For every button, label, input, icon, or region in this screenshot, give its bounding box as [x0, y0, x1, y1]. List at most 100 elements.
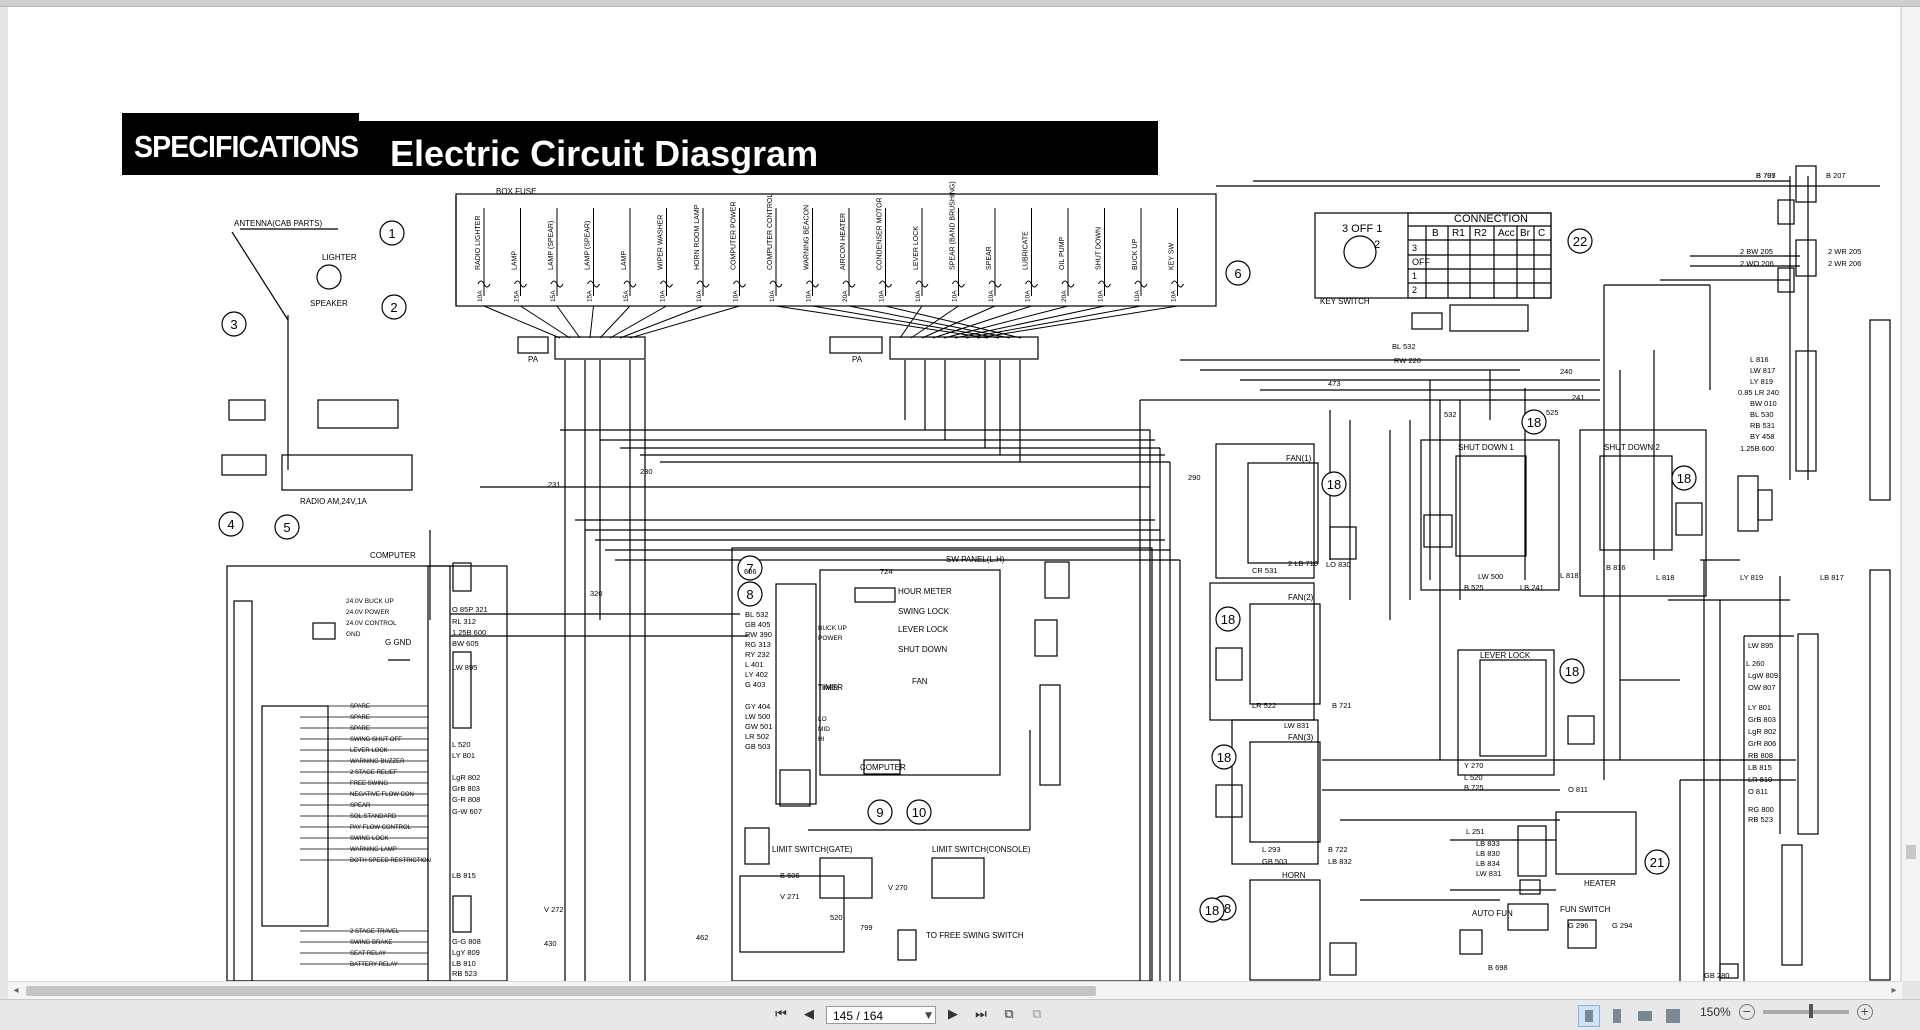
last-page-icon[interactable]: ⏭: [975, 1007, 987, 1022]
wire-label: L 818: [1656, 573, 1675, 582]
fuse-amp: 10A: [806, 290, 813, 302]
chevron-down-icon[interactable]: ▼: [925, 1011, 932, 1021]
fuse-name: LAMP (SPEAR): [548, 221, 555, 270]
facing-view-icon[interactable]: [1634, 1005, 1656, 1027]
key-table-row: 2: [1412, 285, 1417, 295]
free-swing-label: TO FREE SWING SWITCH: [926, 931, 1024, 940]
timer-label: TIMER: [818, 683, 843, 692]
wire-label: B 606: [780, 871, 800, 880]
wire-label: RY 232: [745, 650, 770, 659]
wire-label: LR 502: [745, 732, 769, 741]
auto-fun-label: AUTO FUN: [1472, 909, 1513, 918]
section-heading: SPECIFICATIONS: [134, 129, 359, 164]
computer-input-label: 24.0V CONTROL: [346, 620, 397, 627]
svg-text:18: 18: [1327, 477, 1341, 492]
wire-label: 230: [640, 467, 653, 476]
wire-label: G-R 808: [452, 795, 480, 804]
lighter-label: LIGHTER: [322, 253, 357, 262]
wire-label: B 722: [1328, 845, 1348, 854]
wire-label: B 698: [1488, 963, 1508, 972]
paste-page-icon[interactable]: ⧉: [1032, 1007, 1042, 1022]
continuous-view-icon[interactable]: [1606, 1005, 1628, 1027]
zoom-slider-knob[interactable]: [1808, 1004, 1813, 1018]
fuse-amp: 20A: [1061, 290, 1068, 302]
wire-label: 290: [1188, 473, 1201, 482]
wire-label: GB 503: [745, 742, 770, 751]
callout-number: 21: [1644, 849, 1670, 875]
zoom-in-icon[interactable]: +: [1856, 1004, 1873, 1020]
fuse-name: CONDENSER MOTOR: [877, 197, 884, 270]
first-page-icon[interactable]: ⏮: [775, 1007, 787, 1022]
callout-number: 18: [1559, 658, 1585, 684]
wire-label: GB 280: [1704, 971, 1729, 980]
key-table-header: B: [1432, 228, 1439, 239]
view-modes: [1578, 1005, 1684, 1027]
scroll-left-icon[interactable]: ◂: [13, 985, 19, 996]
fan-sw-label: FAN: [912, 677, 928, 686]
wire-label: 2 BW 205: [1740, 247, 1773, 256]
fuse-amp: 15A: [587, 290, 594, 302]
wire-label: B 795: [1756, 171, 1776, 180]
computer-pin-label: SOL.STANDARD: [350, 814, 397, 820]
vertical-scroll-thumb[interactable]: [1906, 845, 1916, 859]
wire-label: GrB 803: [452, 784, 480, 793]
zoom-out-icon[interactable]: −: [1738, 1004, 1755, 1020]
antenna-label: ANTENNA(CAB PARTS): [234, 219, 322, 228]
zoom-level[interactable]: 150%: [1700, 1005, 1731, 1019]
wire-label: LB 241: [1520, 583, 1544, 592]
fuse-amp: 10A: [1134, 290, 1141, 302]
wire-label: V 272: [544, 905, 564, 914]
fuse-item: LAMP (SPEAR)15A: [548, 208, 581, 339]
prev-page-icon[interactable]: ◀: [804, 1007, 814, 1022]
header-bar: [122, 121, 1158, 175]
scroll-right-icon[interactable]: ▸: [1891, 985, 1897, 996]
callout-number: 10: [906, 799, 932, 825]
wire-label: RG 800: [1748, 805, 1774, 814]
fuse-box-label: BOX FUSE: [496, 187, 536, 196]
fuse-name: SHUT DOWN: [1096, 227, 1103, 270]
wire-label: Y 270: [1464, 761, 1483, 770]
wire-label: B 707: [1756, 171, 1776, 180]
page-number-field[interactable]: 145 / 164 ▼: [826, 1006, 936, 1024]
wire-label: 520: [830, 913, 843, 922]
computer-pin-label: PAY FLOW CONTROL: [350, 825, 412, 831]
wire-label: RW 220: [1394, 356, 1421, 365]
wire-label: 1.25B 600: [1740, 444, 1774, 453]
svg-text:1: 1: [388, 226, 395, 241]
vertical-scrollbar[interactable]: [1901, 7, 1920, 981]
sw-panel-pin-label: BUCK UP: [818, 625, 847, 632]
continuous-facing-view-icon[interactable]: [1662, 1005, 1684, 1027]
sw-panel-pin-label: MID: [818, 726, 830, 733]
horizontal-scrollbar[interactable]: ◂ ▸: [8, 981, 1902, 1000]
wire-label: LB 810: [452, 959, 476, 968]
wire-label: 241: [1572, 393, 1585, 402]
fuse-amp: 15A: [514, 290, 521, 302]
wire-label: LY 402: [745, 670, 768, 679]
single-page-view-icon[interactable]: [1578, 1005, 1600, 1027]
next-page-icon[interactable]: ▶: [948, 1007, 958, 1022]
svg-text:9: 9: [876, 805, 883, 820]
horizontal-scroll-thumb[interactable]: [26, 986, 1096, 996]
wire-label: 799: [860, 923, 873, 932]
computer-label: COMPUTER: [370, 551, 416, 560]
key-table-header: C: [1538, 228, 1545, 239]
wire-label: G 296: [1568, 921, 1588, 930]
shut-down-2-label: SHUT DOWN 2: [1604, 443, 1660, 452]
zoom-slider[interactable]: [1762, 1004, 1849, 1018]
wire-label: 0.85 LR 240: [1738, 388, 1779, 397]
copy-page-icon[interactable]: ⧉: [1004, 1007, 1014, 1022]
svg-text:8: 8: [746, 587, 753, 602]
fuse-name: WIPER WASHER: [658, 215, 665, 270]
wire-label: G 294: [1612, 921, 1632, 930]
page-navigation: ⏮ ◀ 145 / 164 ▼ ▶ ⏭ ⧉ ⧉: [770, 1004, 1048, 1026]
wire-label: 430: [544, 939, 557, 948]
wire-label: RL 312: [452, 617, 476, 626]
connection-label: CONNECTION: [1454, 213, 1528, 225]
window-top-border: [0, 0, 1920, 7]
